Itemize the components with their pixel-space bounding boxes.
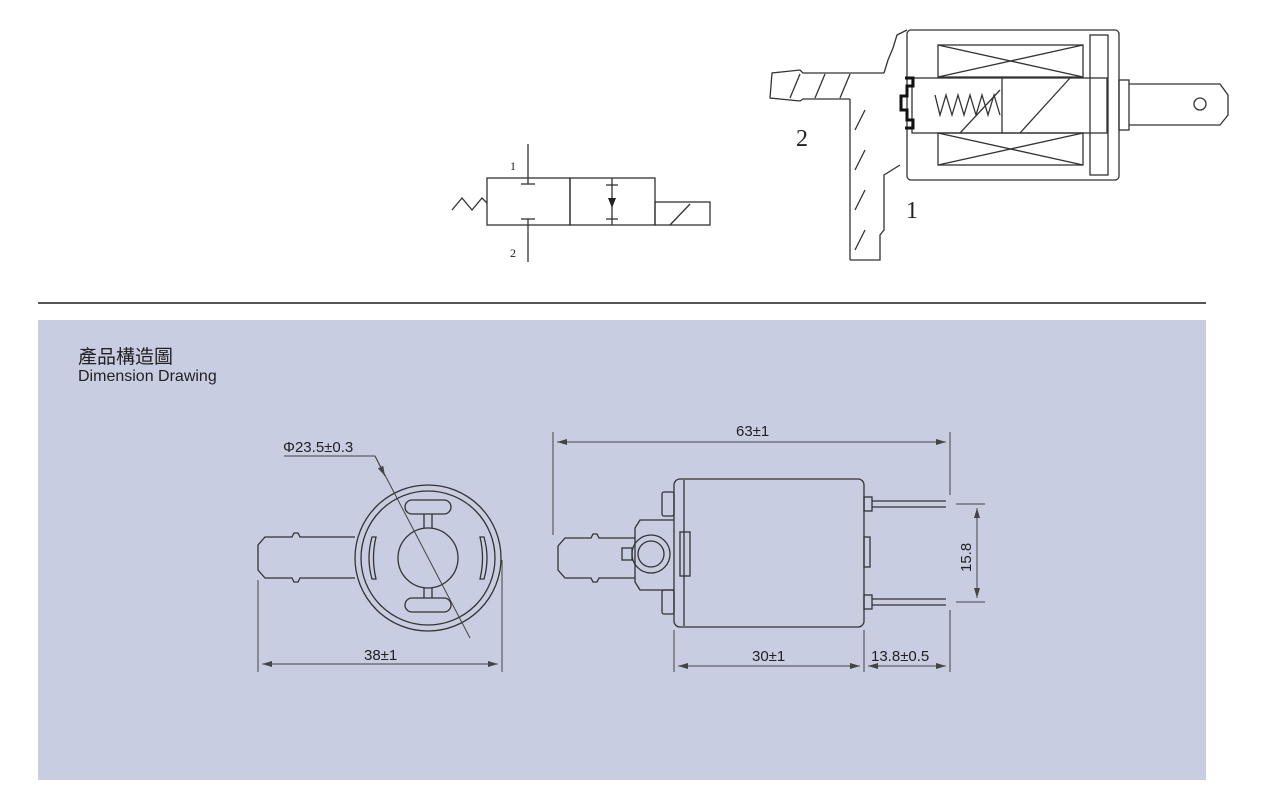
schematic-port-1-label: 1 bbox=[510, 159, 516, 173]
valve-schematic-symbol: 1 2 bbox=[451, 144, 711, 262]
side-view-overall-length-label: 63±1 bbox=[736, 423, 769, 440]
side-view-terminal-spacing-label: 15.8 bbox=[958, 543, 975, 572]
valve-cross-section: 2 1 bbox=[769, 29, 1229, 261]
end-view-diameter-label: Φ23.5±0.3 bbox=[283, 439, 353, 456]
schematic-port-2-label: 2 bbox=[510, 246, 516, 260]
panel-title-chinese: 產品構造圖 bbox=[78, 347, 174, 368]
cross-section-port-2-label: 2 bbox=[796, 126, 808, 152]
side-view-terminal-length-label: 13.8±0.5 bbox=[871, 648, 929, 665]
side-view-body-length-label: 30±1 bbox=[752, 648, 785, 665]
end-view-width-label: 38±1 bbox=[364, 647, 397, 664]
panel-title-english: Dimension Drawing bbox=[78, 368, 217, 385]
section-divider bbox=[38, 302, 1206, 304]
cross-section-port-1-label: 1 bbox=[906, 198, 918, 224]
